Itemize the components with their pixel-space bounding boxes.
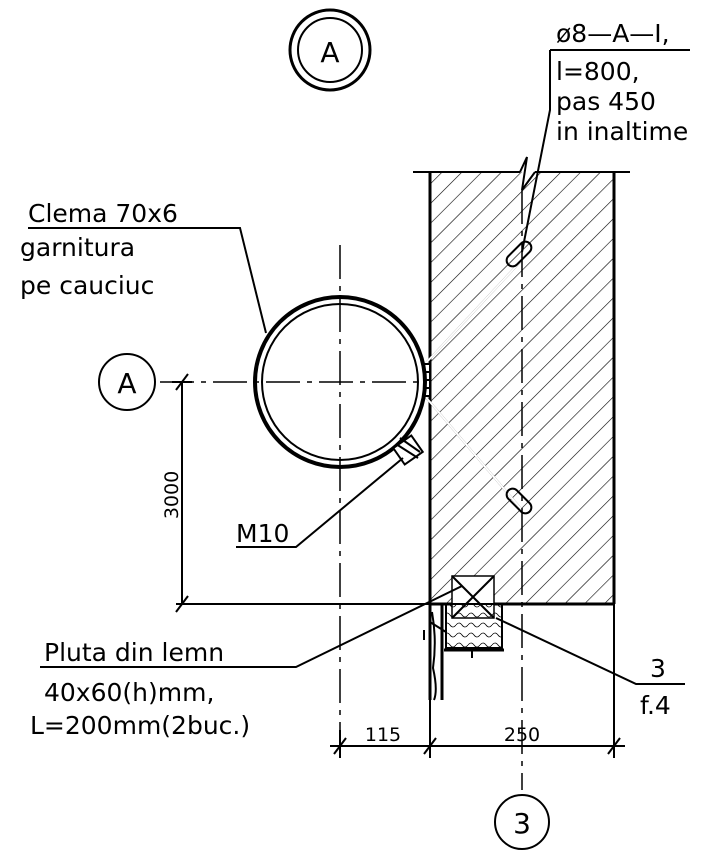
detail-reference-number: 3 — [650, 654, 666, 683]
plug-note-line2: 40x60(h)mm, — [44, 678, 214, 707]
rebar-note-line2: l=800, — [556, 57, 640, 86]
clamp-note-line1: Clema 70x6 — [28, 199, 178, 228]
rebar-anchor — [423, 240, 533, 515]
dimension-height-label: 3000 — [161, 471, 183, 519]
dimension-height: 3000 — [161, 373, 430, 613]
bolt-m10 — [391, 434, 425, 466]
rebar-note-line4: in inaltime — [556, 117, 688, 146]
plug-note-line1: Pluta din lemn — [44, 638, 224, 667]
plug-note: Pluta din lemn 40x60(h)mm, L=200mm(2buc.… — [30, 585, 463, 740]
clamp-note: Clema 70x6 garnitura pe cauciuc — [20, 199, 267, 334]
section-marker-side-label: A — [117, 367, 136, 400]
axis-marker: 3 — [494, 794, 550, 850]
dimension-offset-label: 115 — [365, 724, 401, 746]
rebar-note-line3: pas 450 — [556, 87, 656, 116]
bolt-note: M10 — [236, 457, 404, 548]
detail-reference: 3 f.4 — [495, 617, 685, 720]
rebar-note: ø8—A—I, l=800, pas 450 in inaltime — [521, 19, 690, 253]
center-lines — [160, 190, 523, 790]
rebar-note-line1: ø8—A—I, — [556, 19, 670, 48]
section-marker-top: A — [288, 8, 372, 92]
dimension-wall-label: 250 — [504, 724, 540, 746]
dimension-horizontal: 115 250 — [330, 604, 625, 758]
detail-reference-sheet: f.4 — [640, 691, 671, 720]
axis-marker-label: 3 — [513, 807, 531, 840]
clamp-note-line3: pe cauciuc — [20, 271, 154, 300]
lower-pipe-support — [423, 604, 444, 701]
plug-note-line3: L=200mm(2buc.) — [30, 711, 250, 740]
wooden-plug — [429, 575, 504, 658]
section-marker-top-label: A — [320, 36, 339, 69]
clamp-note-line2: garnitura — [20, 233, 135, 262]
bolt-label: M10 — [236, 519, 289, 548]
section-marker-side: A — [98, 353, 156, 411]
